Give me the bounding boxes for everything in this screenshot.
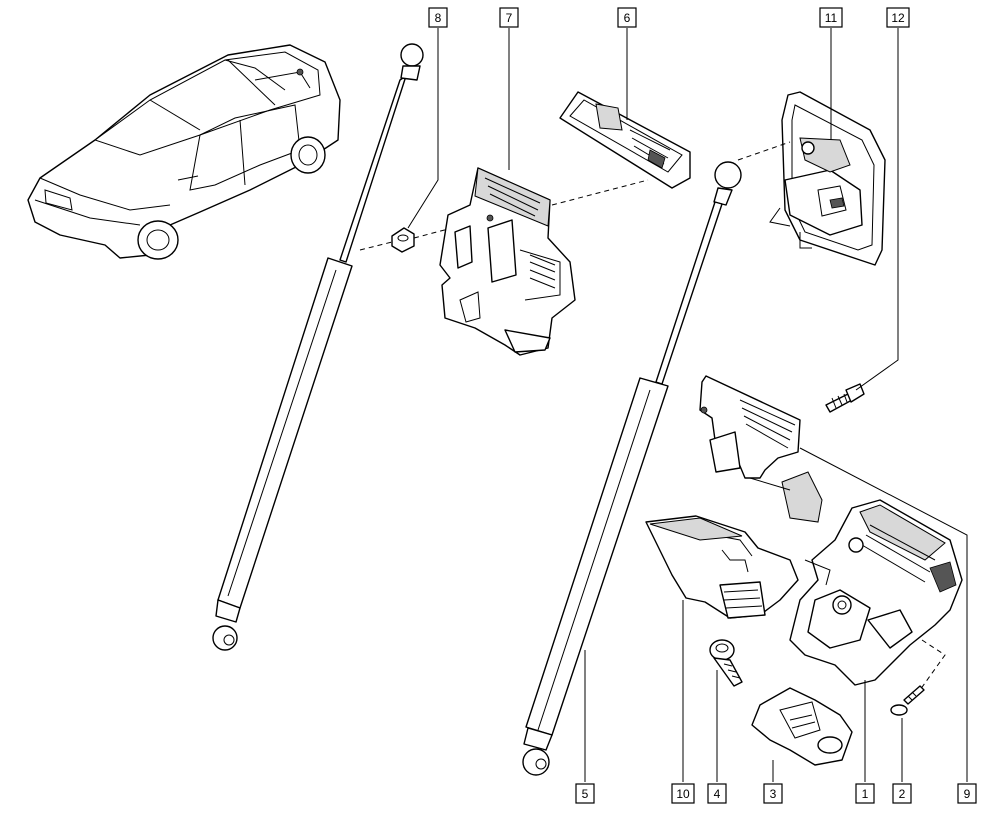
callout-10: 10 <box>671 783 695 804</box>
callout-6: 6 <box>617 7 637 28</box>
nut-part-8 <box>391 227 415 253</box>
leader-lines <box>407 28 968 782</box>
bolt-part-12 <box>825 383 865 413</box>
svg-text:4: 4 <box>714 787 721 801</box>
lock-mechanism-part-1 <box>789 499 963 686</box>
callout-1: 1 <box>855 783 875 804</box>
svg-text:1: 1 <box>862 787 869 801</box>
svg-text:5: 5 <box>582 787 589 801</box>
bracket-to-switch-dash <box>551 179 649 206</box>
cover-part-10 <box>645 515 799 619</box>
latch-part-3 <box>751 687 853 766</box>
callout-12: 12 <box>886 7 910 28</box>
svg-text:12: 12 <box>891 11 905 25</box>
callout-3: 3 <box>763 783 783 804</box>
svg-text:6: 6 <box>624 11 631 25</box>
switch-part-6 <box>559 91 691 189</box>
callout-4: 4 <box>707 783 727 804</box>
svg-text:9: 9 <box>964 787 971 801</box>
gas-strut-left <box>212 43 424 651</box>
callout-9: 9 <box>957 783 977 804</box>
strut-to-lock-dash <box>737 141 791 161</box>
lock-to-screw-dash <box>919 639 946 691</box>
callout-11: 11 <box>819 7 843 28</box>
screw-part-2 <box>890 685 925 716</box>
cover-part-9 <box>699 375 823 523</box>
bolt-part-4 <box>709 639 743 687</box>
callout-7: 7 <box>499 7 519 28</box>
gas-strut-right <box>522 161 742 776</box>
svg-text:11: 11 <box>825 11 838 25</box>
bracket-part-7 <box>439 167 576 356</box>
car-illustration <box>27 44 341 260</box>
lock-assembly-part-11 <box>769 91 886 266</box>
svg-text:3: 3 <box>770 787 777 801</box>
callout-5: 5 <box>575 783 595 804</box>
svg-text:2: 2 <box>899 787 906 801</box>
nut-dash-line <box>359 241 393 251</box>
svg-text:10: 10 <box>676 787 690 801</box>
svg-text:8: 8 <box>435 11 442 25</box>
callout-2: 2 <box>892 783 912 804</box>
callout-8: 8 <box>428 7 448 28</box>
svg-text:7: 7 <box>506 11 513 25</box>
